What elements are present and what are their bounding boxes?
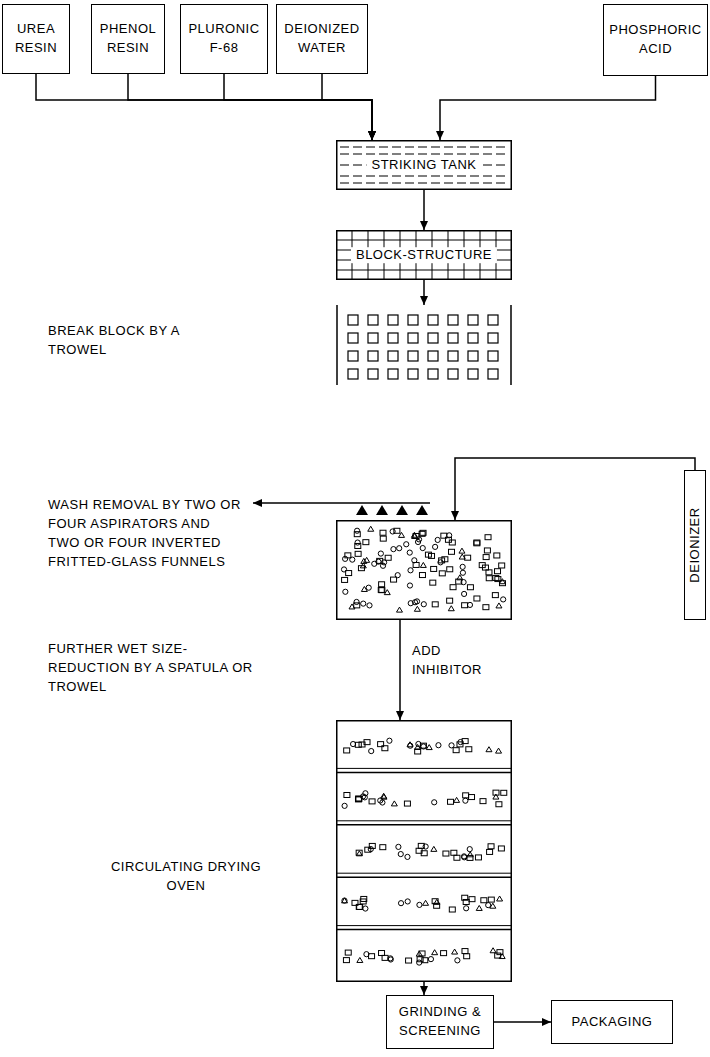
flow-arrow	[455, 458, 695, 520]
striking-tank: STRIKING TANK	[336, 140, 512, 190]
broken-block: BREAK BLOCK BY A TROWEL	[336, 305, 512, 385]
process-box: GRINDING & SCREENING	[386, 995, 494, 1049]
input-box: DEIONIZED WATER	[276, 4, 368, 74]
node-text: CIRCULATING DRYING OVEN	[100, 858, 272, 896]
leader-line	[253, 502, 430, 504]
block-structure: BLOCK-STRUCTURE	[336, 230, 512, 280]
node-text: PHENOL RESIN	[97, 20, 159, 58]
node-text: PLURONIC F-68	[186, 20, 262, 58]
aspirator-symbols	[356, 505, 428, 515]
node-text: GRINDING & SCREENING	[392, 1003, 488, 1041]
process-box: PACKAGING	[551, 1000, 673, 1044]
flow-arrow	[494, 1021, 551, 1023]
deionizer-box: DEIONIZER	[684, 470, 706, 620]
node-text: BLOCK-STRUCTURE	[351, 247, 497, 263]
node-text: BREAK BLOCK BY A TROWEL	[48, 322, 198, 360]
flow-arrow	[36, 74, 372, 140]
process-note: FURTHER WET SIZE-REDUCTION BY A SPATULA …	[48, 640, 260, 697]
node-text: DEIONIZER	[688, 507, 702, 582]
wash-vessel-drawing	[336, 520, 512, 620]
wash-vessel: WASH REMOVAL BY TWO OR FOUR ASPIRATORS A…	[336, 520, 512, 620]
flow-arrow	[423, 982, 425, 995]
node-text: PHOSPHORIC ACID	[609, 21, 702, 59]
node-text: WASH REMOVAL BY TWO OR FOUR ASPIRATORS A…	[48, 496, 243, 571]
drying-oven-drawing	[336, 720, 512, 982]
node-text: STRIKING TANK	[367, 157, 482, 173]
flow-arrow	[128, 74, 372, 140]
node-text: UREA RESIN	[8, 20, 64, 58]
flow-arrow	[423, 280, 425, 305]
input-box: UREA RESIN	[2, 4, 70, 74]
flow-arrow	[440, 76, 656, 140]
broken-block-drawing	[336, 305, 512, 385]
flow-arrow	[322, 74, 372, 140]
input-box: PHENOL RESIN	[91, 4, 165, 74]
input-box: PHOSPHORIC ACID	[603, 4, 708, 76]
node-text: DEIONIZED WATER	[282, 20, 362, 58]
input-box: PLURONIC F-68	[180, 4, 268, 74]
edge-label: ADD INHIBITOR	[412, 642, 504, 680]
flow-arrow	[224, 74, 372, 140]
flow-arrow	[399, 620, 401, 720]
drying-oven: CIRCULATING DRYING OVEN	[336, 720, 512, 982]
flow-arrow	[423, 190, 425, 230]
node-text: PACKAGING	[557, 1013, 667, 1032]
